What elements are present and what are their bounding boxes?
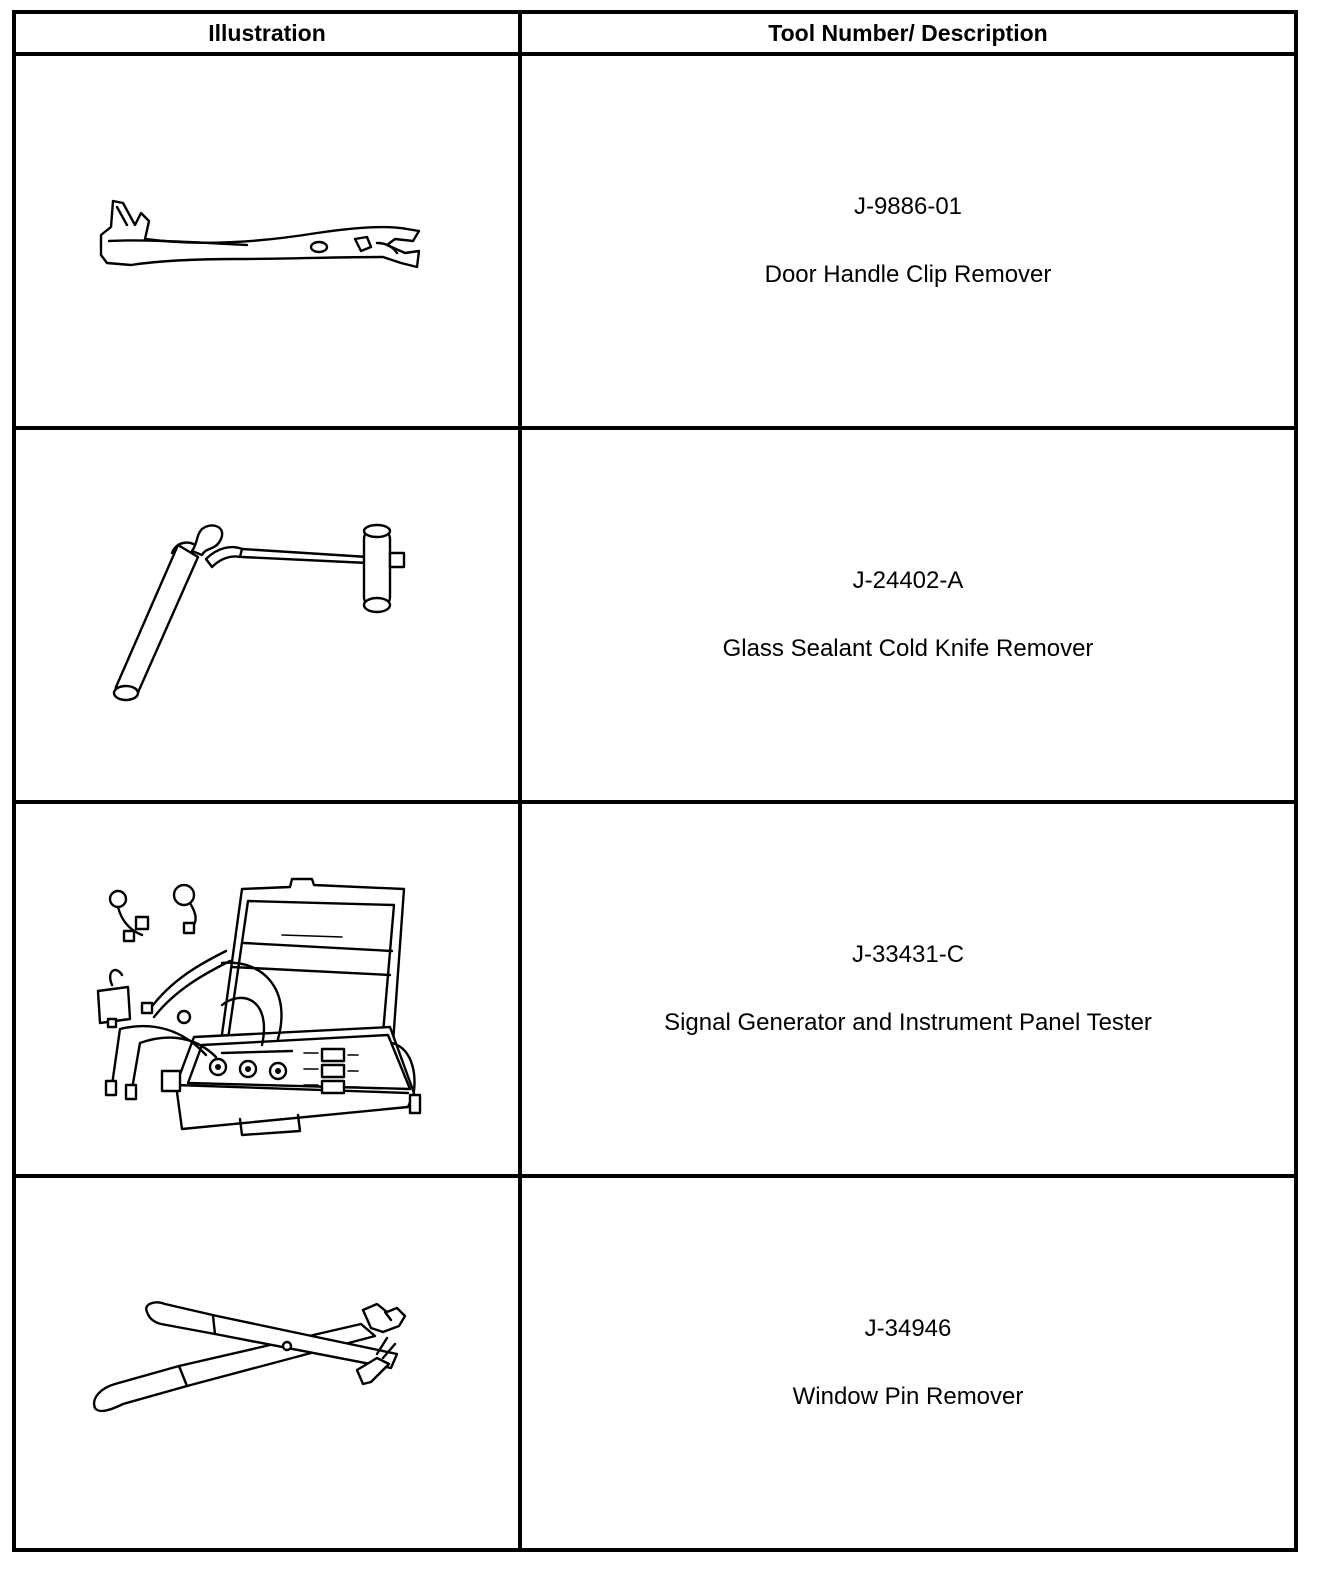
pin-remover-icon: [92, 1301, 407, 1413]
header-row: Illustration Tool Number/ Description: [12, 10, 1298, 56]
clip-remover-icon: [99, 199, 421, 269]
tool-description: Door Handle Clip Remover: [764, 261, 1052, 288]
tool-table: Illustration Tool Number/ Description J-…: [12, 10, 1298, 1552]
tool-description: Window Pin Remover: [792, 1383, 1024, 1410]
table-row: J-34946 Window Pin Remover: [12, 1174, 1298, 1552]
illustration-cell: [12, 426, 522, 804]
illustration-cell: [12, 1174, 522, 1552]
illustration-cell: [12, 800, 522, 1178]
tool-description: Signal Generator and Instrument Panel Te…: [664, 1009, 1152, 1036]
table-row: J-9886-01 Door Handle Clip Remover: [12, 52, 1298, 430]
tool-cell: J-9886-01 Door Handle Clip Remover: [518, 52, 1298, 430]
table-row: J-33431-C Signal Generator and Instrumen…: [12, 800, 1298, 1178]
tool-number: J-33431-C: [851, 941, 965, 968]
header-illustration: Illustration: [12, 10, 522, 56]
tool-cell: J-24402-A Glass Sealant Cold Knife Remov…: [518, 426, 1298, 804]
table-row: J-24402-A Glass Sealant Cold Knife Remov…: [12, 426, 1298, 804]
tool-number: J-9886-01: [853, 193, 963, 220]
tool-cell: J-33431-C Signal Generator and Instrumen…: [518, 800, 1298, 1178]
tool-number: J-24402-A: [852, 567, 964, 594]
tool-number: J-34946: [864, 1315, 952, 1342]
tool-cell: J-34946 Window Pin Remover: [518, 1174, 1298, 1552]
tool-description: Glass Sealant Cold Knife Remover: [722, 635, 1094, 662]
cold-knife-icon: [112, 523, 406, 702]
illustration-cell: [12, 52, 522, 430]
header-tool-description: Tool Number/ Description: [518, 10, 1298, 56]
signal-generator-icon: [96, 877, 422, 1137]
